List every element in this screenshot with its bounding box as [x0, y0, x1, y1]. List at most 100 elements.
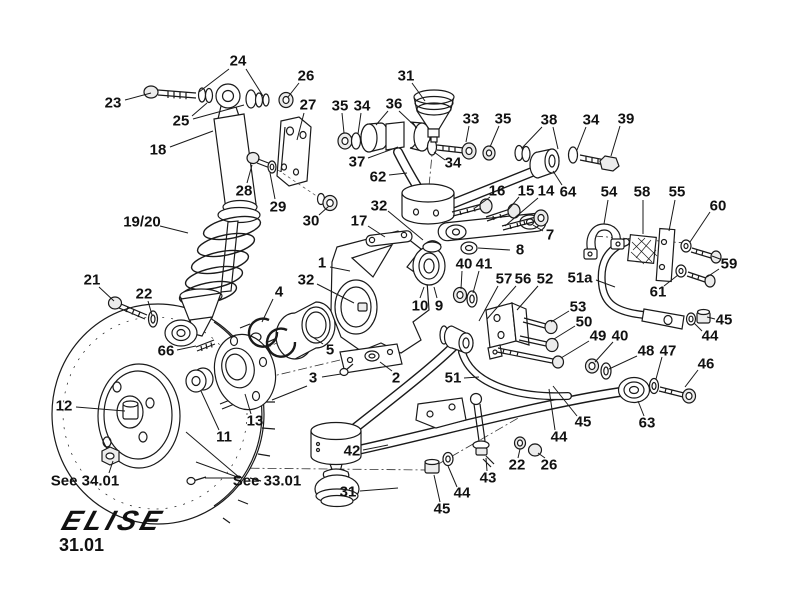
leader-line — [191, 102, 208, 117]
leader-line — [375, 110, 389, 126]
part-label: See 33.01 — [233, 473, 301, 490]
leader-line — [489, 125, 500, 148]
part-label: 22 — [136, 286, 153, 303]
part-label: 36 — [386, 96, 403, 113]
part-label: 3 — [309, 370, 317, 387]
leader-line — [341, 112, 345, 134]
part-label: 26 — [298, 68, 315, 85]
leader-line — [474, 196, 491, 209]
part-label: 42 — [344, 443, 361, 460]
leader-line — [610, 125, 621, 157]
part-label: 23 — [105, 95, 122, 112]
part-label: 30 — [303, 213, 320, 230]
part-label: 35 — [495, 111, 512, 128]
leader-line — [608, 355, 638, 370]
part-label: 57 — [496, 271, 513, 288]
part-label: 33 — [463, 111, 480, 128]
leader-line — [553, 325, 576, 340]
part-label: 32 — [298, 272, 315, 289]
part-brake-disc — [51, 303, 276, 525]
leader-line — [663, 274, 679, 287]
part-strap-17 — [365, 230, 413, 247]
part-label: 47 — [660, 343, 677, 360]
part-circlips-4 — [247, 317, 297, 358]
leader-line — [387, 210, 424, 241]
part-bolt-49 — [496, 347, 565, 369]
leader-line — [552, 126, 559, 150]
part-washer-22 — [147, 310, 159, 328]
part-label: 34 — [583, 112, 600, 129]
leader-line — [98, 286, 115, 302]
part-label: 29 — [270, 199, 287, 216]
leader-line — [185, 431, 241, 479]
apex-lug — [415, 397, 467, 429]
part-bolt-46 — [658, 386, 697, 404]
part-label: 44 — [702, 328, 719, 345]
leader-line — [516, 285, 539, 311]
damper-top-eye — [197, 83, 294, 109]
part-spring-19-20 — [178, 215, 262, 306]
part-upright-1 — [330, 230, 446, 377]
part-label: 27 — [300, 97, 317, 114]
leader-line — [246, 164, 253, 184]
part-lower-wishbone-51 — [310, 286, 697, 508]
part-label: 55 — [669, 184, 686, 201]
leader-line — [433, 151, 446, 161]
part-nut-40b — [584, 358, 600, 374]
leader-line — [244, 393, 252, 415]
leader-line — [711, 255, 721, 260]
part-label: 4 — [275, 284, 284, 301]
part-bush-9-10 — [412, 240, 446, 286]
leader-line — [367, 146, 399, 159]
leader-line — [552, 170, 563, 186]
leader-line — [504, 197, 539, 227]
part-bracket-27 — [246, 116, 338, 212]
part-label: 49 — [590, 328, 607, 345]
brand-text: ELISE — [58, 506, 169, 537]
part-nut-22b — [513, 436, 527, 450]
leader-line — [310, 335, 324, 345]
part-label: 37 — [349, 154, 366, 171]
leader-line — [433, 474, 441, 503]
leader-line — [362, 444, 389, 451]
part-label: 8 — [516, 242, 524, 259]
part-label: 15 — [518, 183, 535, 200]
part-label: 5 — [326, 342, 334, 359]
part-label: 53 — [570, 299, 587, 316]
part-bolt-39 — [579, 154, 620, 172]
leader-line — [108, 460, 114, 474]
part-damper-spring — [107, 83, 294, 352]
front-bush-36-37 — [337, 121, 438, 156]
part-label: 31 — [398, 68, 415, 85]
part-label: 9 — [435, 298, 443, 315]
leader-line — [576, 126, 587, 151]
part-hub-assembly — [185, 301, 336, 411]
leader-line — [261, 298, 274, 323]
leader-line — [594, 341, 614, 363]
part-nut-26 — [278, 91, 294, 109]
leader-line — [472, 270, 480, 294]
leader-line — [460, 270, 463, 290]
part-rear-bush-63 — [617, 376, 651, 404]
part-spacer-11 — [185, 367, 214, 393]
part-label: 19/20 — [123, 214, 161, 231]
leader-line — [552, 385, 578, 417]
leader-line — [637, 400, 645, 417]
leader-line — [521, 126, 543, 149]
part-bolt-50 — [518, 335, 559, 353]
part-bush-58 — [627, 234, 658, 265]
leader-line — [433, 286, 438, 299]
part-upper-wishbone-62 — [337, 89, 620, 225]
elise-logo: ELISE — [58, 506, 169, 537]
leader-line — [287, 82, 300, 98]
part-label: 51 — [445, 370, 462, 387]
part-label: 64 — [560, 184, 577, 201]
part-label: 45 — [716, 312, 733, 329]
leader-line — [398, 110, 418, 129]
leader-line — [359, 487, 399, 492]
part-label: 12 — [56, 398, 73, 415]
part-washer-29 — [267, 160, 277, 174]
leader-line — [75, 406, 126, 412]
part-label: 32 — [371, 198, 388, 215]
